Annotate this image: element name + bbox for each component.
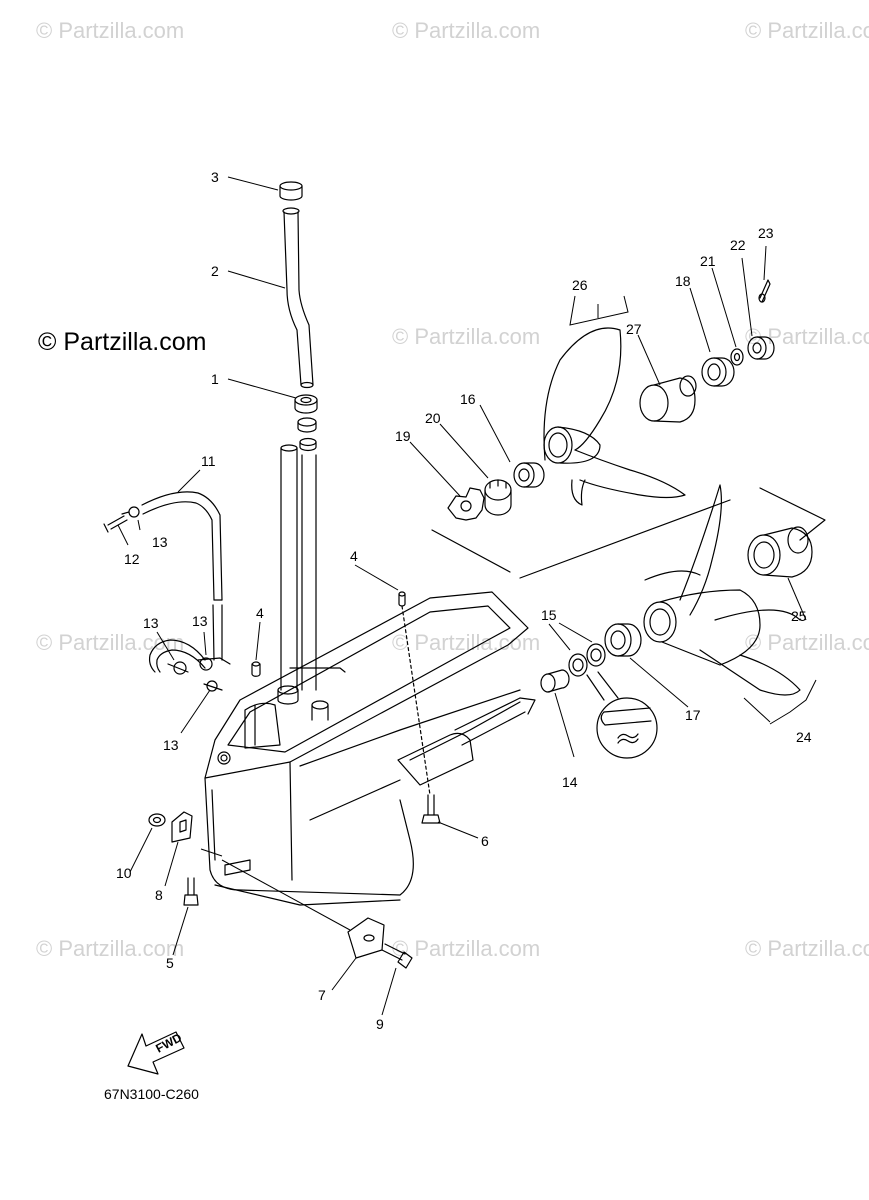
part-6-bolt	[421, 794, 441, 824]
part-19-spline-washer	[447, 487, 485, 521]
callout-25: 25	[791, 608, 807, 624]
drive-shaft-housing	[280, 444, 317, 691]
part-7-anode	[347, 917, 385, 959]
callout-10: 10	[116, 865, 132, 881]
part-26-propeller	[543, 327, 686, 506]
callout-5: 5	[166, 955, 174, 971]
watermark: © Partzilla.com	[36, 630, 185, 655]
part-21-washer	[730, 348, 744, 366]
part-18-spacer	[701, 357, 735, 387]
part-24-propeller	[643, 484, 801, 696]
watermark: © Partzilla.com	[36, 18, 185, 43]
part-13-hose-clips	[121, 506, 231, 692]
assembly-outline-26	[431, 487, 826, 579]
callout-17: 17	[685, 707, 701, 723]
brand-label: © Partzilla.com	[38, 328, 207, 356]
watermark: © Partzilla.com	[392, 18, 541, 43]
callout-3: 3	[211, 169, 219, 185]
callout-6: 6	[481, 833, 489, 849]
watermark: © Partzilla.com	[745, 18, 869, 43]
part-2-water-tube	[282, 207, 314, 389]
callout-13: 13	[192, 613, 208, 629]
lower-unit-gearcase	[204, 591, 529, 906]
part-20-nut	[484, 479, 512, 516]
watermark: © Partzilla.com	[392, 936, 541, 961]
callout-13: 13	[163, 737, 179, 753]
callout-21: 21	[700, 253, 716, 269]
callout-22: 22	[730, 237, 746, 253]
part-1-grommet	[294, 394, 318, 452]
part-25-bushing	[747, 526, 813, 578]
watermark: © Partzilla.com	[36, 936, 185, 961]
callout-20: 20	[425, 410, 441, 426]
part-9-bolt	[381, 943, 413, 969]
part-8-anode	[171, 811, 193, 843]
part-15-washer	[568, 643, 606, 677]
callout-11: 11	[201, 453, 216, 469]
part-11-hose	[141, 491, 223, 673]
callout-23: 23	[758, 225, 774, 241]
callout-26: 26	[572, 277, 588, 293]
callout-15: 15	[541, 607, 557, 623]
part-5-bolt	[183, 877, 199, 906]
diagram-code: 67N3100-C260	[104, 1086, 199, 1102]
callout-labels: 3 2 1 11 13 12 4 4 13 13 13 6 10 8 5 7 9…	[116, 169, 812, 1032]
callout-4: 4	[256, 605, 264, 621]
callout-16: 16	[460, 391, 476, 407]
callout-13: 13	[143, 615, 159, 631]
callout-leaders	[117, 176, 817, 1016]
callout-27: 27	[626, 321, 642, 337]
callout-8: 8	[155, 887, 163, 903]
part-27-bushing	[639, 375, 697, 423]
part-4-dowel-pin	[251, 591, 406, 677]
part-16-spacer	[513, 462, 545, 488]
part-23-cotter-pin	[758, 279, 771, 303]
callout-19: 19	[395, 428, 411, 444]
propeller-shaft	[397, 697, 536, 786]
callout-24: 24	[796, 729, 812, 745]
callout-14: 14	[562, 774, 578, 790]
callout-7: 7	[318, 987, 326, 1003]
part-12-screw	[103, 515, 128, 533]
watermark: © Partzilla.com	[392, 324, 541, 349]
part-17-spacer	[604, 623, 642, 657]
detail-inset	[586, 671, 658, 759]
callout-9: 9	[376, 1016, 384, 1032]
watermark: © Partzilla.com	[392, 630, 541, 655]
part-10-nut	[148, 813, 166, 827]
callout-2: 2	[211, 263, 219, 279]
forward-arrow-icon	[127, 1031, 185, 1075]
part-22-nut	[747, 336, 775, 360]
watermark: © Partzilla.com	[745, 936, 869, 961]
callout-12: 12	[124, 551, 140, 567]
callout-18: 18	[675, 273, 691, 289]
watermark: © Partzilla.com	[745, 630, 869, 655]
callout-4: 4	[350, 548, 358, 564]
part-14-spacer	[540, 669, 570, 693]
part-3-grommet	[279, 181, 303, 201]
callout-13: 13	[152, 534, 168, 550]
callout-1: 1	[211, 371, 219, 387]
alignment-guide-line	[401, 605, 431, 796]
